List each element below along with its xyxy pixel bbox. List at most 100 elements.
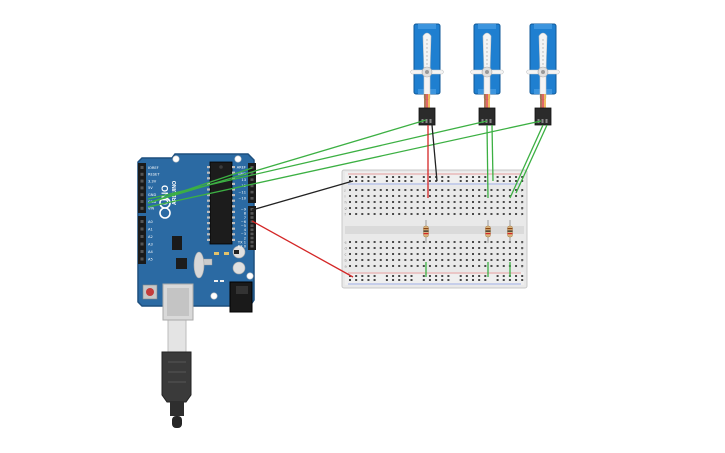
resistor[interactable] [423, 220, 429, 243]
breadboard-hole[interactable] [435, 189, 438, 191]
breadboard-hole[interactable] [459, 207, 462, 209]
breadboard-hole[interactable] [398, 259, 401, 261]
breadboard-hole[interactable] [416, 213, 419, 215]
breadboard-hole[interactable] [459, 195, 462, 197]
servo-1-ground-wire[interactable] [431, 124, 438, 182]
breadboard-hole[interactable] [508, 213, 511, 215]
breadboard-hole[interactable] [472, 189, 474, 191]
breadboard-hole[interactable] [465, 195, 468, 197]
header-pin[interactable] [250, 178, 254, 181]
rail-hole[interactable] [361, 275, 364, 277]
breadboard-hole[interactable] [465, 213, 468, 215]
breadboard-hole[interactable] [435, 241, 438, 243]
rail-hole[interactable] [428, 275, 431, 277]
breadboard-hole[interactable] [515, 241, 518, 243]
breadboard-hole[interactable] [465, 201, 468, 203]
breadboard-hole[interactable] [515, 189, 518, 191]
breadboard-hole[interactable] [490, 265, 493, 267]
breadboard-hole[interactable] [521, 265, 524, 267]
rail-hole[interactable] [349, 180, 351, 182]
header-pin[interactable] [250, 166, 254, 169]
breadboard-hole[interactable] [521, 247, 524, 249]
rail-hole[interactable] [355, 275, 358, 277]
breadboard-hole[interactable] [361, 265, 364, 267]
breadboard-hole[interactable] [484, 213, 487, 215]
breadboard-hole[interactable] [521, 259, 524, 261]
breadboard-hole[interactable] [459, 201, 462, 203]
rail-hole[interactable] [435, 279, 438, 281]
breadboard-hole[interactable] [484, 247, 487, 249]
breadboard-hole[interactable] [416, 259, 419, 261]
breadboard-hole[interactable] [392, 247, 395, 249]
header-pin[interactable] [250, 240, 254, 244]
rail-hole[interactable] [385, 176, 388, 178]
rail-hole[interactable] [472, 180, 474, 182]
breadboard-hole[interactable] [478, 247, 481, 249]
rail-hole[interactable] [410, 180, 413, 182]
breadboard-hole[interactable] [361, 189, 364, 191]
breadboard-hole[interactable] [410, 247, 413, 249]
header-pin[interactable] [250, 236, 254, 240]
breadboard-hole[interactable] [379, 201, 382, 203]
breadboard-hole[interactable] [367, 207, 370, 209]
breadboard-hole[interactable] [490, 241, 493, 243]
breadboard-hole[interactable] [502, 189, 505, 191]
breadboard-hole[interactable] [502, 247, 505, 249]
breadboard-hole[interactable] [379, 207, 382, 209]
breadboard-hole[interactable] [441, 201, 444, 203]
breadboard-hole[interactable] [398, 265, 401, 267]
rail-hole[interactable] [465, 275, 468, 277]
breadboard-hole[interactable] [422, 265, 425, 267]
breadboard-hole[interactable] [484, 253, 487, 255]
breadboard-hole[interactable] [422, 195, 425, 197]
header-pin[interactable] [250, 197, 254, 200]
breadboard-hole[interactable] [367, 265, 370, 267]
breadboard-hole[interactable] [453, 195, 456, 197]
rail-hole[interactable] [398, 275, 401, 277]
rail-hole[interactable] [361, 279, 364, 281]
breadboard-hole[interactable] [441, 265, 444, 267]
breadboard-hole[interactable] [392, 259, 395, 261]
breadboard-hole[interactable] [349, 195, 351, 197]
breadboard-hole[interactable] [428, 213, 431, 215]
header-pin[interactable] [140, 257, 144, 261]
breadboard-hole[interactable] [398, 207, 401, 209]
rail-hole[interactable] [472, 279, 474, 281]
rail-hole[interactable] [410, 275, 413, 277]
breadboard-hole[interactable] [349, 207, 351, 209]
breadboard-hole[interactable] [447, 265, 450, 267]
breadboard-hole[interactable] [361, 259, 364, 261]
breadboard-hole[interactable] [361, 247, 364, 249]
breadboard-hole[interactable] [410, 189, 413, 191]
breadboard-hole[interactable] [490, 195, 493, 197]
breadboard-hole[interactable] [373, 259, 376, 261]
rail-hole[interactable] [459, 279, 462, 281]
breadboard-hole[interactable] [515, 201, 518, 203]
breadboard-hole[interactable] [521, 195, 524, 197]
servo-motor[interactable] [526, 23, 560, 126]
breadboard-hole[interactable] [373, 241, 376, 243]
breadboard-hole[interactable] [459, 241, 462, 243]
breadboard-hole[interactable] [465, 259, 468, 261]
rail-hole[interactable] [410, 176, 413, 178]
servo-2-wire[interactable] [486, 124, 489, 199]
breadboard-hole[interactable] [459, 213, 462, 215]
breadboard-hole[interactable] [410, 201, 413, 203]
breadboard-hole[interactable] [502, 207, 505, 209]
breadboard-hole[interactable] [472, 259, 474, 261]
breadboard-hole[interactable] [490, 247, 493, 249]
rail-hole[interactable] [392, 279, 395, 281]
breadboard-hole[interactable] [385, 265, 388, 267]
rail-hole[interactable] [508, 279, 511, 281]
servo-motor[interactable] [410, 23, 444, 126]
breadboard-hole[interactable] [416, 189, 419, 191]
rail-hole[interactable] [404, 180, 407, 182]
signal-wire-servo-2[interactable] [147, 120, 488, 200]
rail-hole[interactable] [392, 176, 395, 178]
breadboard-hole[interactable] [447, 207, 450, 209]
rail-hole[interactable] [502, 180, 505, 182]
breadboard-hole[interactable] [515, 207, 518, 209]
breadboard-hole[interactable] [515, 213, 518, 215]
header-pin[interactable] [250, 184, 254, 188]
rail-hole[interactable] [435, 275, 438, 277]
